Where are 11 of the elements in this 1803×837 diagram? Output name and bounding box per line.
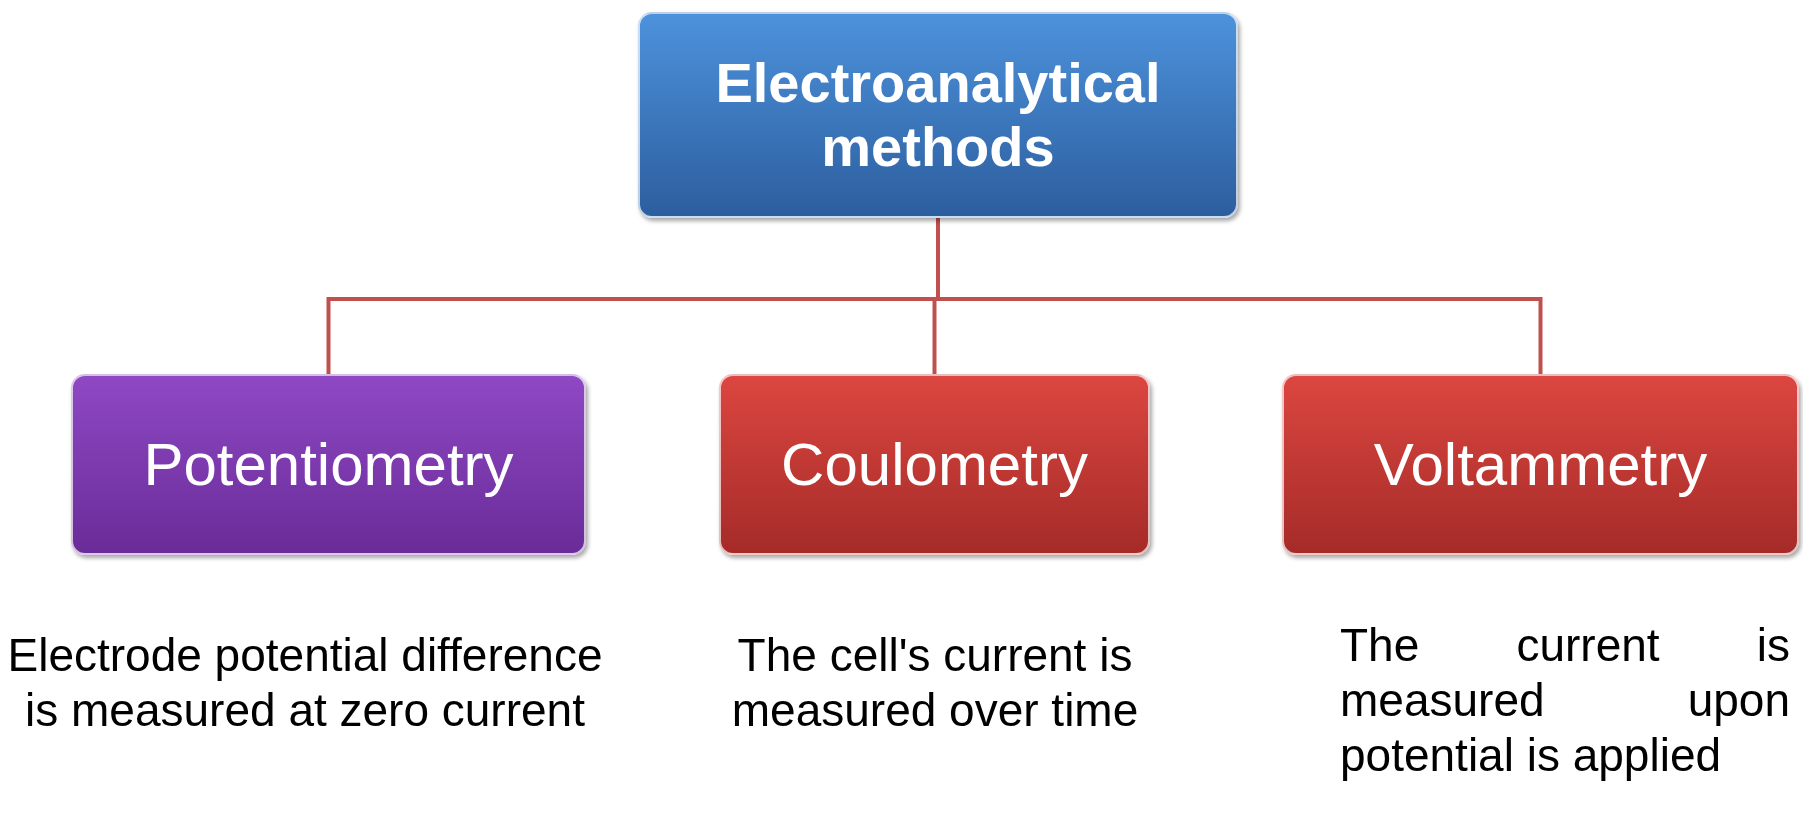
node-label: Voltammetry	[1373, 430, 1708, 499]
node-label: Potentiometry	[143, 430, 514, 499]
node-label: Coulometry	[781, 430, 1088, 499]
root-box	[638, 12, 1238, 218]
method-box	[1282, 374, 1799, 555]
method-box	[71, 374, 586, 555]
description-text: Electrode potential difference is measured at zero current	[6, 628, 604, 739]
description-text: The current is measured upon potential is applied	[1340, 618, 1790, 784]
node-label: Electroanalytical methods	[714, 50, 1162, 180]
method-box	[719, 374, 1150, 555]
description-text: The cell's current is measured over time	[730, 628, 1140, 739]
